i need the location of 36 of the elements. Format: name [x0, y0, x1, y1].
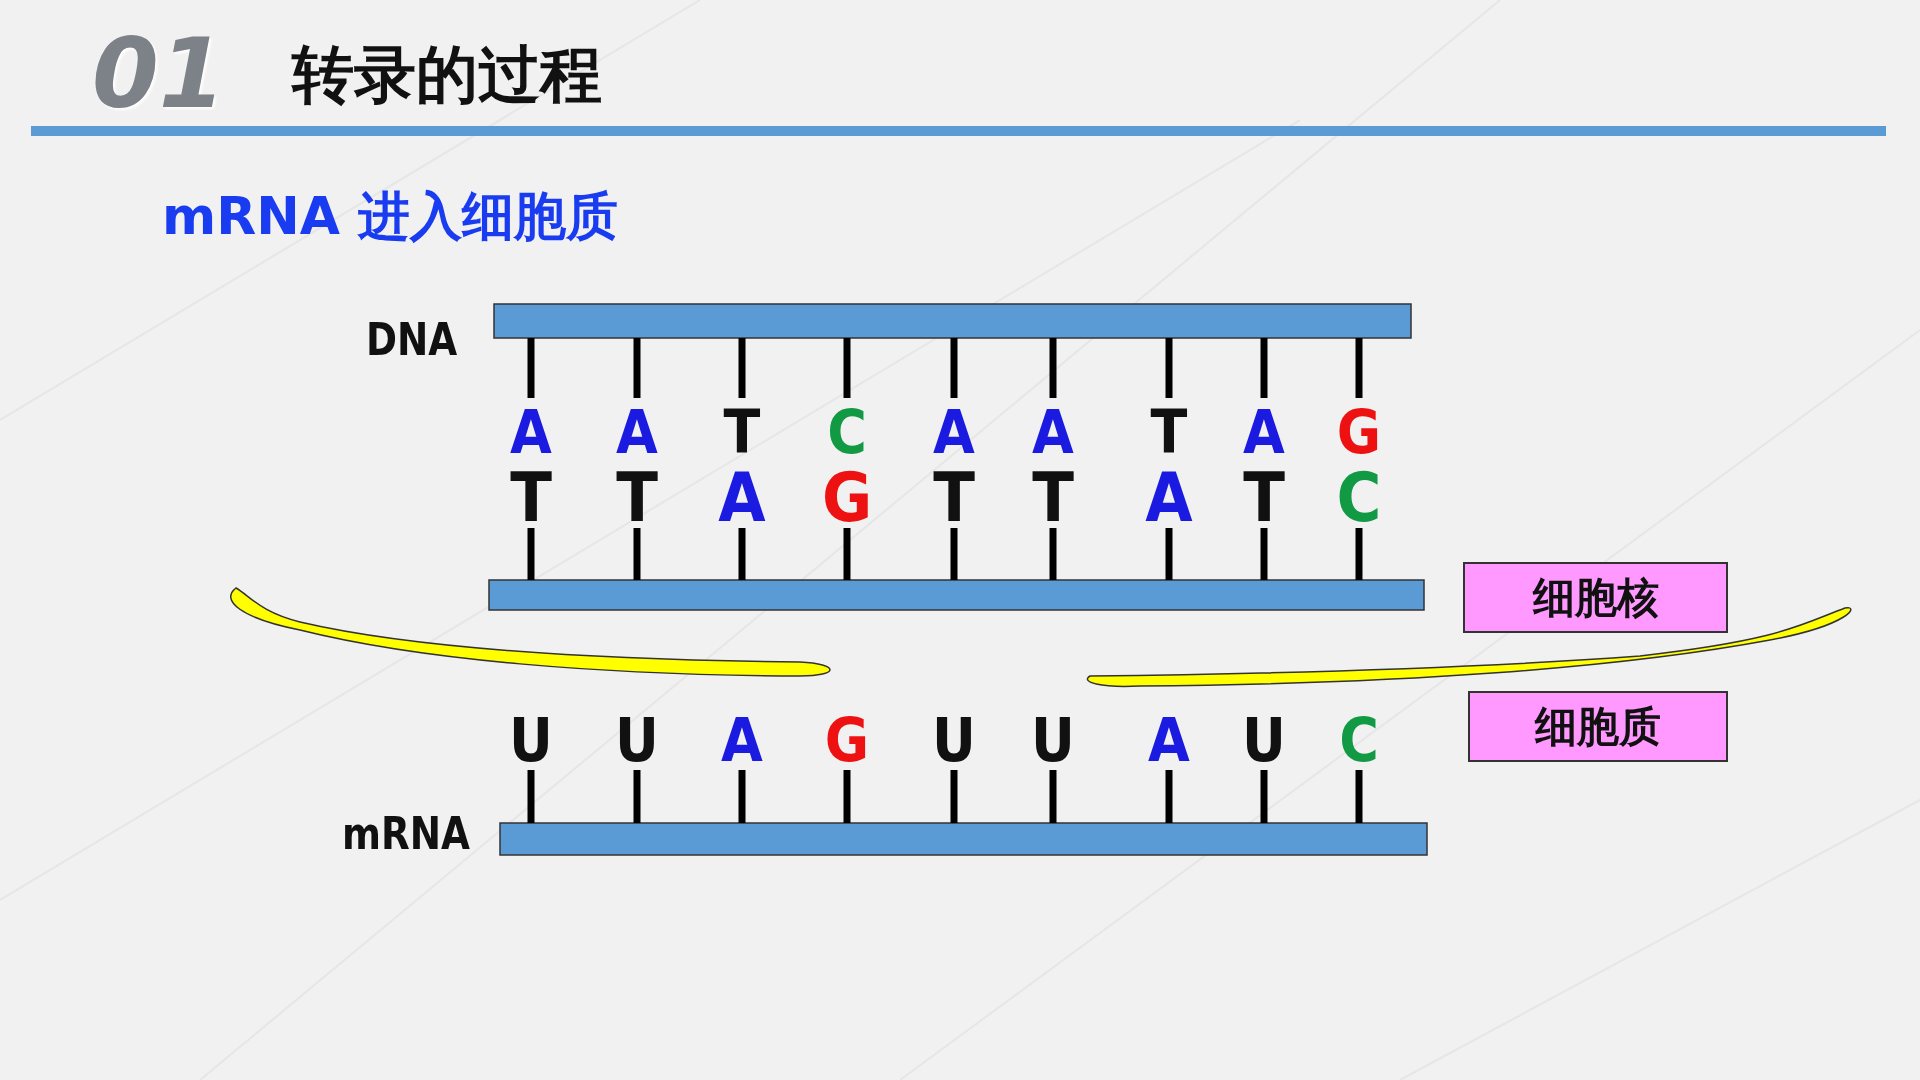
base-letter: A — [616, 402, 658, 462]
base-letter: A — [1032, 402, 1074, 462]
region-box — [1468, 691, 1728, 762]
base-letter: A — [721, 710, 763, 770]
slide-title: 转录的过程 — [292, 44, 602, 106]
base-letter: G — [824, 710, 870, 770]
box-label: 细胞核 — [1532, 571, 1659, 624]
base-letter: U — [509, 710, 553, 770]
box-label: 细胞质 — [1535, 700, 1661, 753]
strand-label: DNA — [366, 318, 458, 362]
slide-subtitle: mRNA 进入细胞质 — [162, 190, 619, 242]
base-letter: A — [933, 402, 975, 462]
base-letter: A — [1243, 402, 1285, 462]
base-letter: C — [827, 402, 867, 462]
base-letter: C — [1336, 464, 1382, 532]
base-letter: T — [616, 464, 658, 532]
section-number: 01 — [92, 26, 226, 122]
base-letter: U — [932, 710, 976, 770]
base-letter: U — [1031, 710, 1075, 770]
base-letter: T — [1150, 402, 1188, 462]
base-letter: A — [510, 402, 552, 462]
base-letter: T — [933, 464, 975, 532]
base-letter: T — [1243, 464, 1285, 532]
base-letter: U — [615, 710, 659, 770]
base-letter: G — [1336, 402, 1382, 462]
base-letter: T — [723, 402, 761, 462]
region-box — [1463, 562, 1728, 633]
base-letter: A — [1148, 710, 1190, 770]
base-letter: A — [718, 464, 766, 532]
base-letter: G — [821, 464, 873, 532]
base-letter: C — [1339, 710, 1379, 770]
base-letter: U — [1242, 710, 1286, 770]
base-letter: A — [1145, 464, 1193, 532]
base-letter: T — [510, 464, 552, 532]
strand-label: mRNA — [342, 812, 470, 856]
base-letter: T — [1032, 464, 1074, 532]
